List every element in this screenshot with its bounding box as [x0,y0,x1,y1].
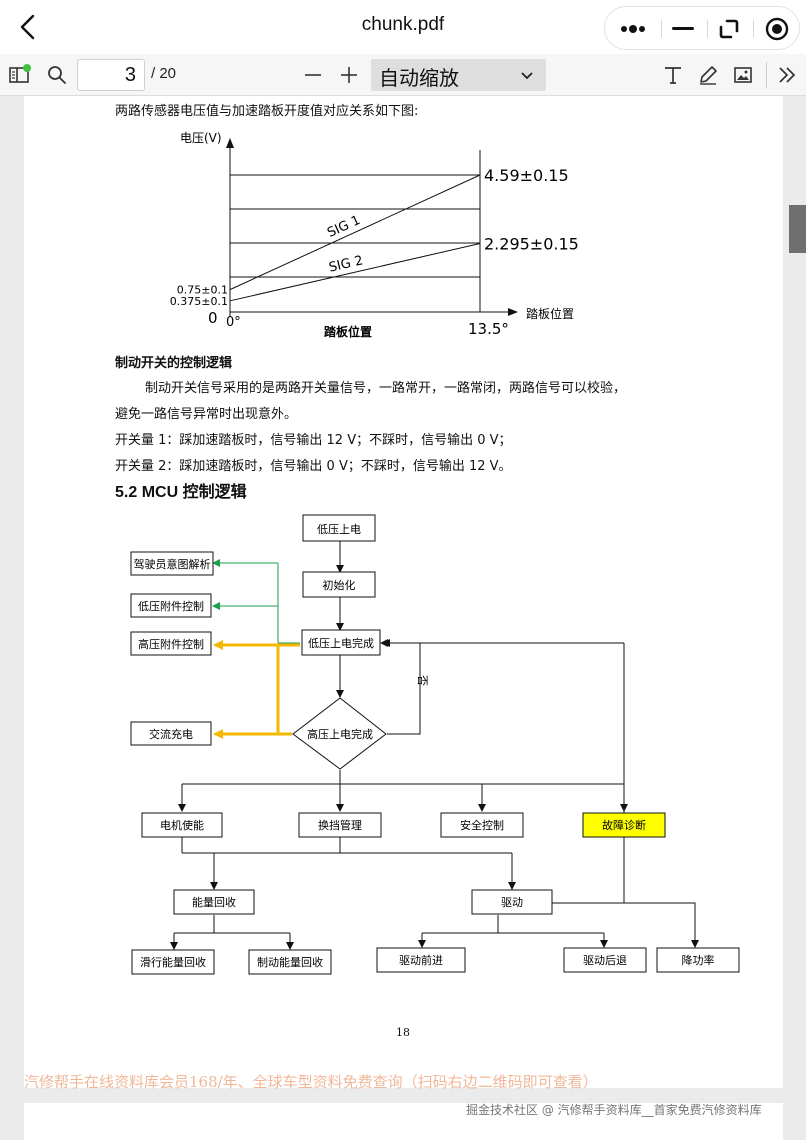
node-drive-label: 驱动 [501,896,523,909]
x-axis-arrow [508,308,518,316]
node-fault: 故障诊断 [582,812,666,838]
node-derate: 降功率 [656,947,740,973]
node-drive-reverse: 驱动后退 [563,947,647,973]
node-ac-charge: 交流充电 [130,721,212,746]
chevron-down-icon [519,67,535,87]
node-brake-recovery: 制动能量回收 [248,949,332,975]
node-hv-accessory: 高压附件控制 [130,631,212,656]
scrollbar-thumb[interactable] [789,205,806,253]
page-total: / 20 [151,65,177,82]
draw-pen-icon[interactable] [695,62,721,88]
page-number-input[interactable]: 3 [77,59,145,91]
pdf-next-page [24,1103,783,1140]
watermark: 掘金技术社区 @ 汽修帮手资料库__首家免费汽修资料库 [466,1103,762,1117]
node-lv-power: 低压上电 [302,514,376,542]
node-lv-done-label: 低压上电完成 [308,636,374,650]
mcu-section-heading: 5.2 MCU 控制逻辑 [115,484,247,501]
node-hv-accessory-label: 高压附件控制 [138,637,204,651]
search-icon[interactable] [44,62,70,88]
node-drive-forward: 驱动前进 [376,947,466,973]
footer-banner: 汽修帮手在线资料库会员168/年、全球车型资料免费查询（扫码右边二维码即可查看） [24,1073,598,1091]
minimize-icon[interactable] [665,7,701,51]
node-derate-label: 降功率 [682,953,715,967]
brake-paragraph-line2: 避免一路信号异常时出现意外。 [115,407,298,422]
toolbar-divider [766,62,767,88]
sig1-series-line [229,174,481,291]
chart-x-axis-right-label: 踏板位置 [526,306,574,321]
node-lv-accessory-label: 低压附件控制 [138,599,204,613]
node-hv-done-label: 高压上电完成 [307,727,373,741]
back-arrow-icon[interactable] [14,12,44,42]
intro-text: 两路传感器电压值与加速踏板开度值对应关系如下图: [115,104,419,119]
node-drive-reverse-label: 驱动后退 [583,954,627,967]
document-title: chunk.pdf [361,14,445,35]
brake-section-title: 制动开关的控制逻辑 [115,356,233,371]
y-axis-arrow [226,138,234,148]
zoom-out-icon[interactable] [300,62,326,88]
node-lv-accessory: 低压附件控制 [130,593,212,618]
text-tool-icon[interactable] [660,62,686,88]
sig2-start-label: 0.375±0.1 [170,295,228,308]
node-gear-mgmt: 换挡管理 [298,812,382,838]
node-energy-recovery-label: 能量回收 [192,895,236,909]
page-number: 18 [396,1026,410,1039]
switch-1-text: 开关量 1：踩加速踏板时，信号输出 12 V；不踩时，信号输出 0 V； [115,433,512,448]
sig1-end-label: 4.59±0.15 [484,166,569,185]
close-target-icon[interactable] [757,7,797,51]
node-safety-label: 安全控制 [460,818,504,832]
sig1-start-label: 0.75±0.1 [177,284,228,297]
node-lv-power-label: 低压上电 [317,523,361,536]
voltage-chart: 电压(V) 0 0° 13.5° 踏板位置 踏板位置 SIG 1 0.75±0.1… [170,131,579,339]
no-branch-label: 否 [416,675,429,686]
chart-y-label: 电压(V) [180,131,222,145]
node-driver-intent-label: 驾驶员意图解析 [134,557,211,571]
more-options-icon[interactable] [615,7,651,51]
double-chevron-right-icon[interactable] [774,62,800,88]
node-init-label: 初始化 [323,578,356,592]
node-drive-forward-label: 驱动前进 [399,953,443,967]
node-fault-label: 故障诊断 [602,818,646,832]
brake-paragraph-line1: 制动开关信号采用的是两路开关量信号，一路常开，一路常闭，两路信号可以校验， [145,381,627,396]
floating-window-icon[interactable] [711,7,747,51]
node-lv-done: 低压上电完成 [301,629,381,656]
node-gear-mgmt-label: 换挡管理 [318,818,362,832]
node-init: 初始化 [302,571,376,598]
node-drive: 驱动 [471,889,553,915]
node-motor-enable: 电机使能 [141,812,223,838]
zoom-in-icon[interactable] [336,62,362,88]
chart-x-label: 踏板位置 [324,324,372,339]
pdf-toolbar: 3 / 20 自动缩放 [0,54,806,96]
node-driver-intent: 驾驶员意图解析 [130,551,214,576]
image-insert-icon[interactable] [730,62,756,88]
sidebar-toggle-icon[interactable] [7,62,33,88]
zoom-select[interactable]: 自动缩放 [371,59,546,91]
node-motor-enable-label: 电机使能 [160,818,204,832]
node-hv-done-diamond: 高压上电完成 [292,697,387,770]
x-tick-max: 13.5° [468,320,509,338]
mcu-flowchart: 低压上电 初始化 低压上电完成 高压上电完成 否 驾驶员意图解析 低压附件控制 … [130,514,740,975]
sig2-end-label: 2.295±0.15 [484,235,579,254]
sig2-series-line [229,243,481,302]
y-zero-label: 0 [208,309,218,327]
node-brake-recovery-label: 制动能量回收 [257,955,323,969]
sig2-series-name: SIG 2 [328,253,365,275]
sig1-series-name: SIG 1 [325,213,363,241]
x-tick-0: 0° [226,315,241,330]
node-safety: 安全控制 [440,812,524,838]
mini-program-capsule [604,6,800,50]
switch-2-text: 开关量 2：踩加速踏板时，信号输出 0 V；不踩时，信号输出 12 V。 [115,459,512,474]
node-ac-charge-label: 交流充电 [149,727,193,741]
title-bar: chunk.pdf [0,0,806,54]
zoom-select-value: 自动缩放 [379,66,459,90]
node-coast-recovery-label: 滑行能量回收 [140,955,206,969]
node-energy-recovery: 能量回收 [173,889,255,915]
node-coast-recovery: 滑行能量回收 [131,949,215,975]
